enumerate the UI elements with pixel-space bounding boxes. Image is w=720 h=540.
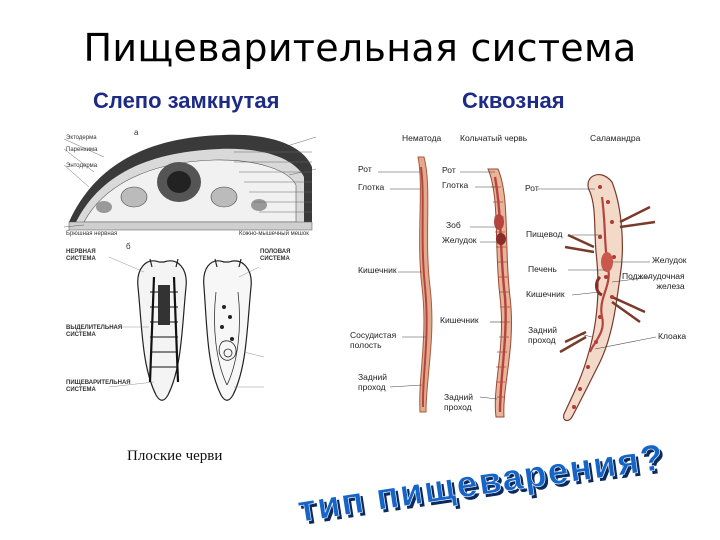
box-reproductive-system: ПОЛОВАЯ СИСТЕМА (260, 249, 291, 262)
through-gut-illustration (378, 156, 657, 422)
animal-nematode: Нематода (402, 133, 442, 143)
box-nervous-system: НЕРВНАЯ СИСТЕМА (66, 249, 96, 262)
salamander-anus: Задний проход (528, 325, 558, 345)
figure-caption: Плоские черви (127, 448, 223, 464)
salamander-cloaca: Клоака (658, 331, 687, 341)
annelid-mouth: Рот (442, 165, 456, 175)
annelid-intestine: Кишечник (440, 315, 479, 325)
slide-title: Пищеварительная система (83, 26, 637, 70)
xs-label-2: Паренхима (66, 147, 98, 153)
xs-label-3: Энтодерма (66, 163, 98, 169)
flatworm-illustration (64, 134, 316, 401)
question-text: тип пищеварения? (294, 436, 665, 530)
through-gut-figure: Нематода Кольчатый червь Саламандра Рот … (350, 127, 695, 432)
salamander-esophagus: Пищевод (526, 229, 563, 239)
xs-label-5: Кожно-мышечный мешок (239, 231, 309, 237)
annelid-gizzard: Желудок (442, 235, 477, 245)
xs-label-4: Брюшная нервная (66, 231, 118, 237)
nematode-body-cavity: Сосудистая полость (350, 330, 397, 350)
svg-text:тип пищеварения?: тип пищеварения? (295, 436, 667, 530)
flatworm-figure: а б Эктодерма Паренхима Энтодерма Брюшна… (64, 127, 316, 430)
salamander-stomach: Желудок (652, 255, 687, 265)
nematode-mouth: Рот (358, 164, 372, 174)
svg-text:тип пищеварения?: тип пищеварения? (298, 439, 670, 533)
salamander-intestine: Кишечник (526, 289, 565, 299)
heading-through: Сквозная (462, 88, 565, 113)
nematode-anus: Задний проход (358, 372, 388, 392)
nematode-intestine: Кишечник (358, 265, 397, 275)
heading-blind-ended: Слепо замкнутая (93, 88, 280, 113)
annelid-crop: Зоб (446, 220, 461, 230)
section-b-marker: б (126, 242, 131, 251)
question-shadow: тип пищеварения? (298, 439, 668, 533)
salamander-pancreas: Поджелудочная железа (622, 271, 685, 291)
nematode-pharynx: Глотка (358, 182, 385, 192)
salamander-liver: Печень (528, 264, 557, 274)
box-digestive-system: ПИЩЕВАРИТЕЛЬНАЯ СИСТЕМА (66, 380, 131, 393)
animal-annelid: Кольчатый червь (460, 133, 528, 143)
salamander-mouth: Рот (525, 183, 539, 193)
box-excretory-system: ВЫДЕЛИТЕЛЬНАЯ СИСТЕМА (66, 325, 123, 338)
annelid-pharynx: Глотка (442, 180, 469, 190)
section-a-marker: а (134, 128, 139, 137)
animal-salamander: Саламандра (590, 133, 641, 143)
annelid-anus: Задний проход (444, 392, 474, 412)
xs-label-1: Эктодерма (66, 135, 97, 141)
